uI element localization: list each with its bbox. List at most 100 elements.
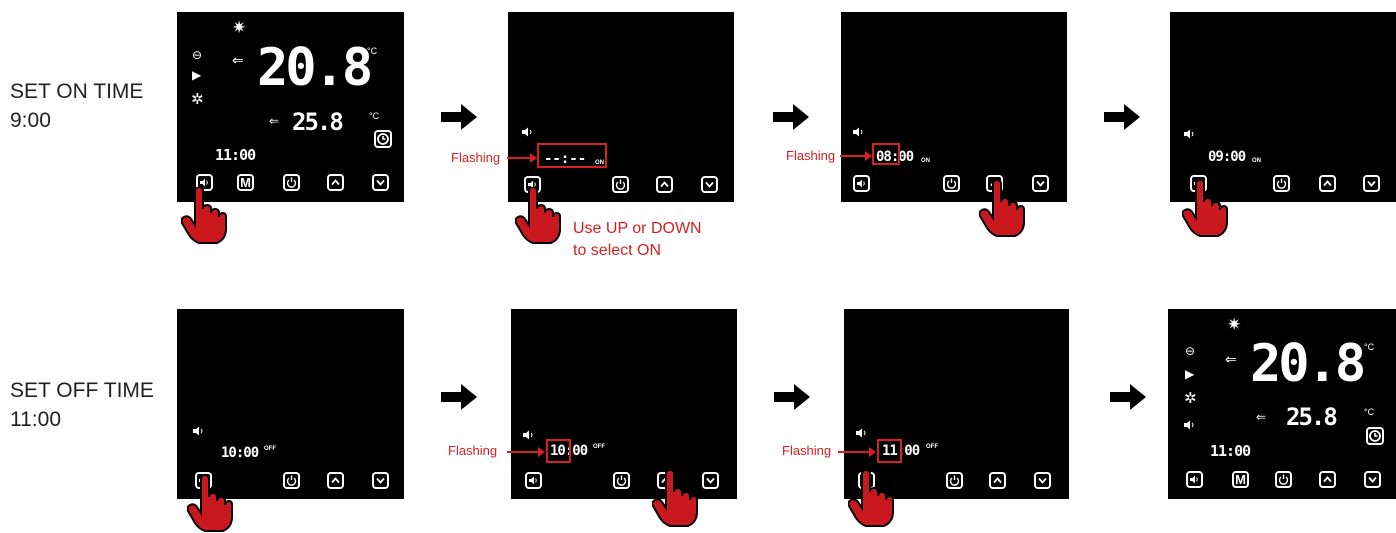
pointing-hand-icon [515,187,561,244]
row-label-off-line1: SET OFF TIME [10,379,154,402]
clock-display: 11:00 [215,146,256,164]
down-button[interactable] [1032,175,1049,192]
on-indicator: ON [595,160,604,166]
down-button[interactable] [1034,472,1051,489]
speaker-icon [856,425,868,443]
flashing-arrow [838,447,876,457]
clock-icon [1366,427,1384,445]
thermostat-panel-3: 08:00 ON [841,12,1067,202]
down-button[interactable] [1364,471,1381,488]
flashing-label: Flashing [786,148,836,163]
thermostat-panel-4: 09:00 ON [1170,12,1396,202]
time-display: 10:00 [221,445,259,461]
enter-arrow-icon: ⇐ [269,114,280,128]
power-button[interactable] [612,176,629,193]
right-arrow-icon [773,104,809,130]
power-button[interactable] [283,472,300,489]
flashing-label: Flashing [451,150,501,165]
instruction-note: Use UP or DOWN to select ON [573,218,702,262]
flashing-highlight [546,439,571,463]
flashing-label: Flashing [448,443,498,458]
flashing-label: Flashing [782,443,832,458]
up-button[interactable] [327,174,344,191]
pointing-hand-icon [181,187,227,244]
enter-arrow-icon: ⇐ [232,52,244,68]
instruction-note-line1: Use UP or DOWN [573,220,702,237]
power-button[interactable] [943,175,960,192]
power-button[interactable] [1273,175,1290,192]
speaker-icon [523,427,535,445]
mode-button[interactable]: M [1232,471,1249,488]
minus-circle-icon: ⊖ [192,48,203,62]
row-label-off: SET OFF TIME 11:00 [10,376,154,434]
down-button[interactable] [372,174,389,191]
enter-arrow-icon: ⇐ [1225,351,1237,367]
power-button[interactable] [946,472,963,489]
flashing-arrow [840,151,872,161]
up-button[interactable] [1319,175,1336,192]
minus-circle-icon: ⊖ [1185,344,1196,358]
speaker-icon [1184,126,1196,144]
row-label-on-line2: 9:00 [10,109,51,132]
down-button[interactable] [702,472,719,489]
off-indicator: OFF [264,446,276,452]
fan-icon: ✲ [1184,390,1197,407]
speaker-icon [853,124,865,142]
speaker-icon [522,124,534,142]
mode-button-label: M [1235,472,1246,487]
room-temperature: 20.8 [257,38,373,98]
down-button[interactable] [1363,175,1380,192]
set-temperature: 25.8 [292,108,344,136]
up-button[interactable] [989,472,1006,489]
row-label-off-line2: 11:00 [10,408,61,431]
play-circle-icon: ▶ [192,68,202,82]
row-label-on: SET ON TIME 9:00 [10,77,143,135]
thermostat-panel-5: 10:00 OFF [177,309,404,499]
timer-button[interactable] [196,174,213,191]
thermostat-panel-1: ✷ ⊖ ▶ ✲ ⇐ 20.8 °C ⇐ 25.8 °C 11:00 M [177,12,404,202]
time-display: --:-- [544,151,587,167]
speaker-icon [1184,417,1196,435]
up-button[interactable] [327,472,344,489]
flashing-arrow [507,153,537,163]
instruction-note-line2: to select ON [573,242,662,259]
pointing-hand-icon [652,470,698,527]
off-indicator: OFF [593,444,605,450]
pointing-hand-icon [848,470,894,527]
thermostat-panel-7: 11:00 OFF [844,309,1069,499]
on-indicator: ON [1252,158,1261,164]
row-label-on-line1: SET ON TIME [10,80,144,103]
power-button[interactable] [613,472,630,489]
play-circle-icon: ▶ [1185,367,1195,381]
thermostat-panel-8: ✷ ⊖ ▶ ✲ ⇐ 20.8 °C ⇐ 25.8 °C 11:00 M [1168,309,1396,499]
set-temp-unit: °C [1364,407,1375,417]
up-button[interactable] [1319,471,1336,488]
power-button[interactable] [283,174,300,191]
timer-button[interactable] [525,472,542,489]
power-button[interactable] [1275,471,1292,488]
enter-arrow-icon: ⇐ [1256,410,1267,424]
mode-button[interactable]: M [237,174,254,191]
timer-button[interactable] [1186,471,1203,488]
pointing-hand-icon [1182,180,1228,237]
down-button[interactable] [372,472,389,489]
clock-icon [374,130,392,148]
clock-display: 11:00 [1210,442,1251,460]
flashing-arrow [507,447,545,457]
time-display: 08:00 [876,149,914,165]
sun-icon: ✷ [232,18,247,37]
timer-button[interactable] [853,175,870,192]
right-arrow-icon [441,104,477,130]
flashing-highlight [537,143,607,168]
right-arrow-icon [1104,104,1140,130]
flashing-highlight [877,439,902,463]
right-arrow-icon [774,384,810,410]
pointing-hand-icon [979,180,1025,237]
fan-icon: ✲ [191,91,204,108]
right-arrow-icon [1110,384,1146,410]
room-temp-unit: °C [1364,342,1375,352]
up-button[interactable] [656,176,673,193]
thermostat-panel-2: --:-- ON [508,12,734,202]
down-button[interactable] [701,176,718,193]
time-display: 09:00 [1208,149,1246,165]
